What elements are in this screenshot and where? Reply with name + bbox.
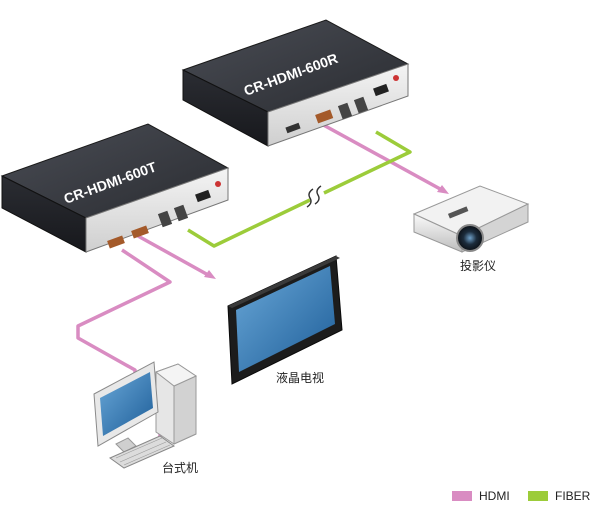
hdmi-arrow-to-projector	[437, 185, 449, 194]
receiver-box: CR-HDMI-600R	[181, 19, 410, 147]
transmitter-ports	[107, 181, 221, 249]
desktop-pc	[93, 361, 198, 469]
legend-fiber-swatch	[528, 491, 548, 501]
desktop-pc-label: 台式机	[162, 460, 198, 475]
hdmi-cable-transmitter-to-tv	[137, 234, 211, 278]
hdmi-cable-receiver-to-projector	[317, 120, 443, 192]
projector-label: 投影仪	[460, 258, 496, 273]
legend-hdmi-label: HDMI	[479, 489, 510, 503]
legend-hdmi-swatch	[452, 491, 472, 501]
projector	[412, 185, 530, 253]
legend-fiber-label: FIBER	[555, 489, 591, 503]
legend: HDMI FIBER	[452, 489, 591, 503]
receiver-ports	[285, 75, 399, 134]
lcd-tv-label: 液晶电视	[276, 370, 324, 385]
pc-keyboard	[108, 435, 176, 469]
fiber-break-mark	[306, 185, 322, 208]
hdmi-arrow-to-tv	[204, 270, 216, 279]
fiber-cable	[187, 130, 412, 248]
transmitter-box: CR-HDMI-600T	[0, 123, 230, 253]
projector-lens	[456, 224, 484, 252]
lcd-tv	[227, 255, 343, 385]
